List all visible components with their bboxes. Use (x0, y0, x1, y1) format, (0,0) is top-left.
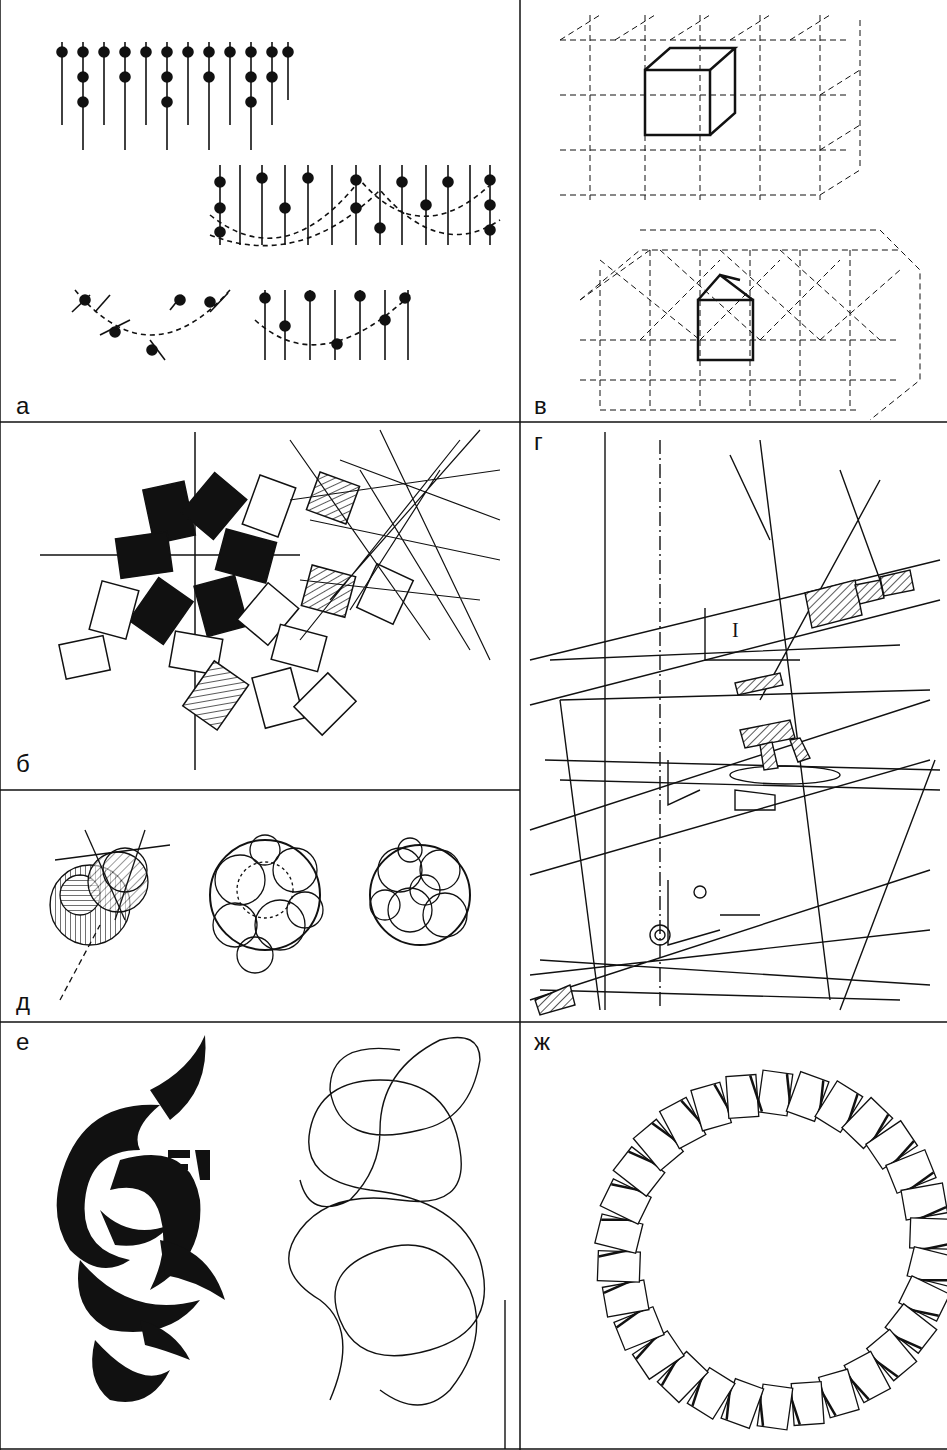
dot-chains (57, 42, 500, 360)
part-number: I (730, 620, 741, 640)
instrument (530, 432, 940, 1015)
panel-letter: е (14, 1030, 31, 1054)
blocks (40, 430, 500, 770)
ornament (57, 1035, 505, 1449)
circles (50, 830, 470, 1000)
panel-letter: ж (532, 1030, 552, 1054)
panel-letter: г (532, 430, 545, 454)
panel-letter: в (532, 394, 549, 418)
lattice (560, 15, 920, 420)
panel-letter: б (14, 752, 32, 776)
panel-letter: а (14, 394, 31, 418)
ring-of-blocks (594, 1070, 947, 1430)
panel-letter: д (14, 990, 32, 1014)
